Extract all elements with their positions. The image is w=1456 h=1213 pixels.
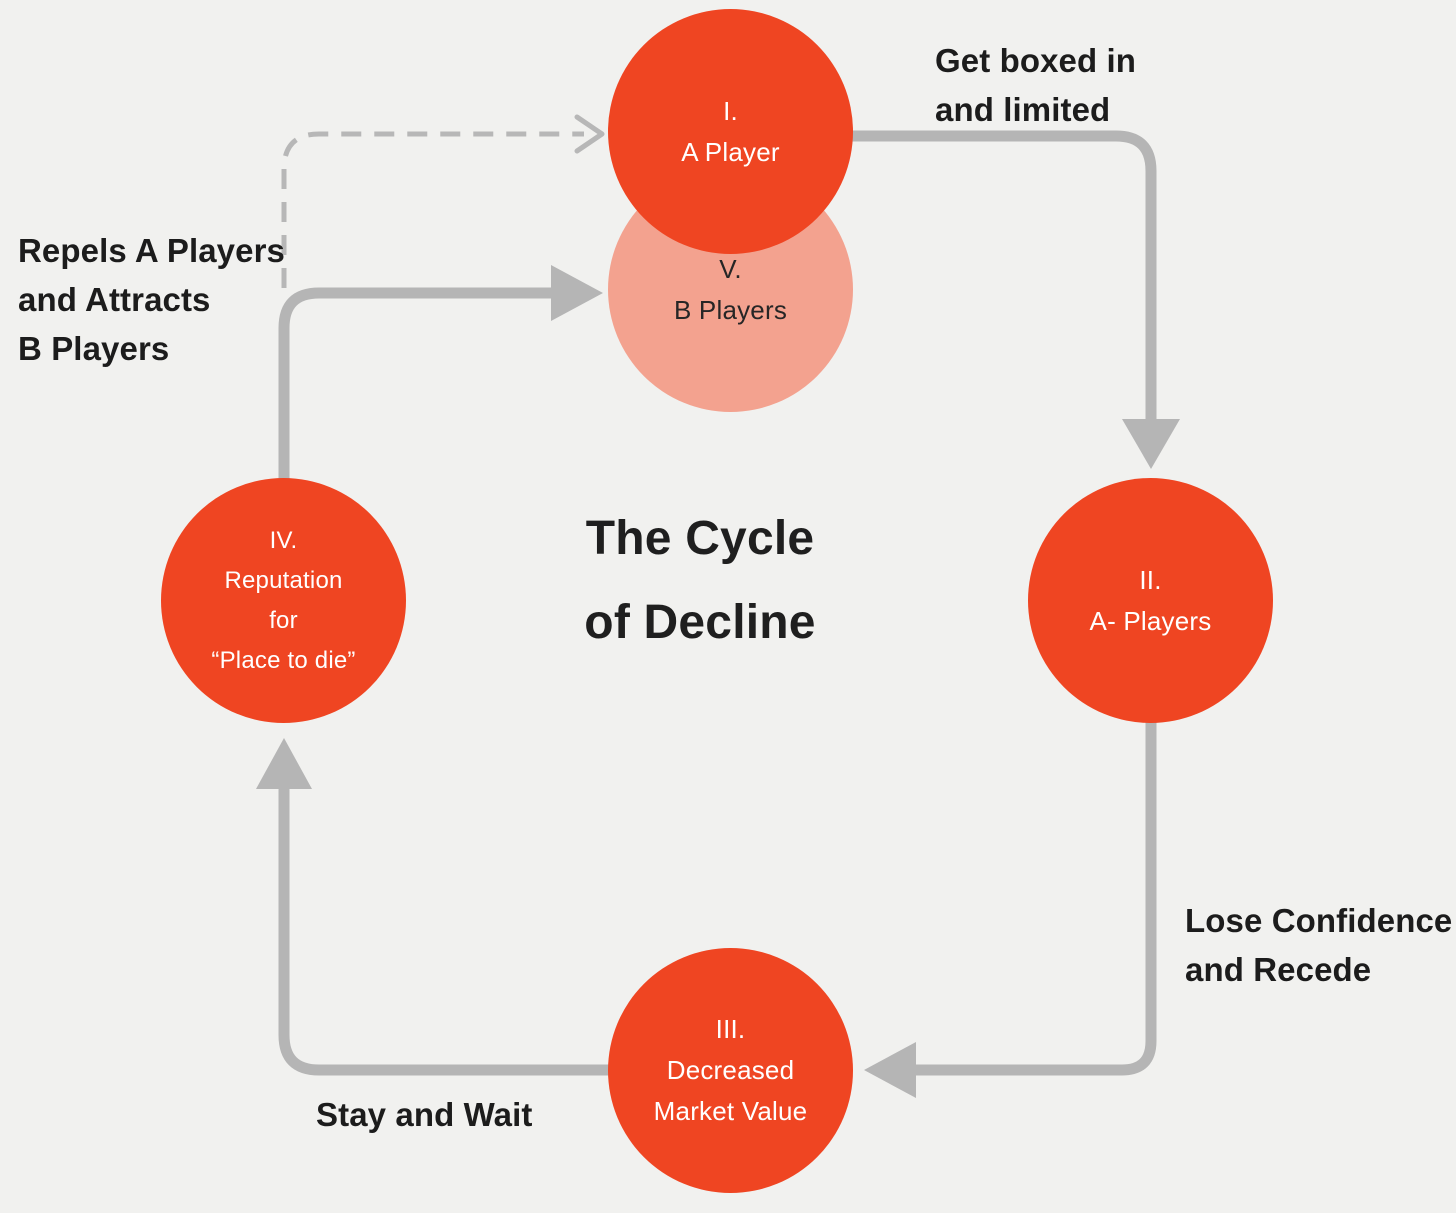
node-label: A- Players	[1089, 605, 1212, 636]
arrow-iii-to-iv	[256, 738, 614, 1076]
arrow-iv-to-v	[278, 265, 603, 484]
title-line: The Cycle	[585, 512, 815, 565]
edge-label-repels-a-players: Repels A Players and Attracts B Players	[18, 226, 285, 373]
node-label: Decreased	[666, 1055, 795, 1085]
node-ii-a-minus-players: II. A- Players	[1028, 478, 1273, 723]
node-iv-reputation: IV. Reputation for “Place to die”	[161, 478, 406, 723]
arrowhead-left-icon	[864, 1042, 916, 1098]
label-line: B Players	[18, 330, 170, 367]
node-label: Reputation	[224, 566, 343, 594]
label-line: Get boxed in	[935, 42, 1137, 79]
arrow-i-to-ii	[846, 130, 1180, 469]
node-label: “Place to die”	[211, 646, 356, 674]
node-label: A Player	[681, 136, 780, 167]
edge-label-stay-and-wait: Stay and Wait	[316, 1090, 532, 1139]
node-numeral: V.	[719, 253, 742, 284]
chevron-right-icon	[574, 114, 605, 154]
arrowhead-down-icon	[1122, 419, 1180, 469]
node-numeral: I.	[723, 95, 738, 126]
arrowhead-right-icon	[551, 265, 603, 321]
arrowhead-up-icon	[256, 738, 312, 789]
edge-label-get-boxed-in: Get boxed in and limited	[935, 36, 1136, 134]
node-numeral: IV.	[269, 526, 298, 554]
label-line: Repels A Players	[18, 232, 285, 269]
title-line: of Decline	[584, 596, 816, 649]
node-label: B Players	[673, 294, 788, 325]
edge-label-lose-confidence: Lose Confidence and Recede	[1185, 896, 1452, 994]
node-label: Market Value	[653, 1096, 808, 1126]
node-numeral: II.	[1139, 564, 1162, 595]
label-line: and limited	[935, 91, 1111, 128]
node-label: for	[269, 606, 298, 634]
label-line: and Attracts	[18, 281, 211, 318]
dashed-arrow-to-i	[281, 114, 605, 288]
diagram-title: The Cycle of Decline	[500, 497, 900, 665]
label-line: and Recede	[1185, 951, 1372, 988]
arrow-ii-to-iii	[864, 716, 1157, 1098]
node-i-a-player: I. A Player	[608, 9, 853, 254]
node-numeral: III.	[715, 1014, 746, 1044]
node-iii-decreased-market-value: III. Decreased Market Value	[608, 948, 853, 1193]
label-line: Lose Confidence	[1185, 902, 1453, 939]
label-line: Stay and Wait	[316, 1096, 533, 1133]
